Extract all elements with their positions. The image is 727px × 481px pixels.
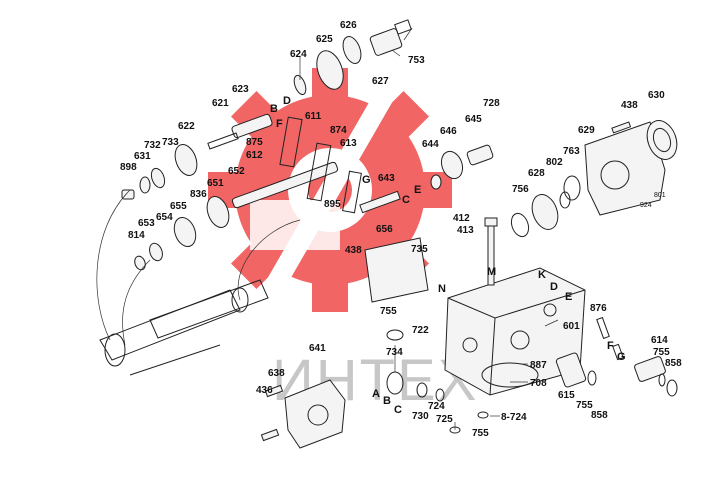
part-label: 887 bbox=[530, 360, 547, 371]
part-label: 655 bbox=[170, 201, 187, 212]
part-label: 708 bbox=[530, 378, 547, 389]
part-label: 645 bbox=[465, 114, 482, 125]
letter-label: C bbox=[394, 404, 402, 416]
part-label: 436 bbox=[256, 385, 273, 396]
part-label: 763 bbox=[563, 146, 580, 157]
letter-label: C bbox=[402, 194, 410, 206]
part-label: 643 bbox=[378, 173, 395, 184]
part-label: 613 bbox=[340, 138, 357, 149]
letter-label: B bbox=[270, 103, 278, 115]
part-label: 924 bbox=[640, 202, 652, 209]
part-label: 654 bbox=[156, 212, 173, 223]
part-label: 438 bbox=[345, 245, 362, 256]
part-label: 625 bbox=[316, 34, 333, 45]
part-label: 858 bbox=[591, 410, 608, 421]
letter-label: A bbox=[372, 388, 380, 400]
letter-label: K bbox=[538, 269, 546, 281]
part-label: 895 bbox=[324, 199, 341, 210]
part-label: 728 bbox=[483, 98, 500, 109]
part-label: 626 bbox=[340, 20, 357, 31]
connection-letter-labels: B D F G C E K D E M N A B C F G bbox=[270, 95, 626, 416]
part-label: 630 bbox=[648, 90, 665, 101]
part-label: 756 bbox=[512, 184, 529, 195]
part-label: 755 bbox=[380, 306, 397, 317]
part-label: 755 bbox=[472, 428, 489, 439]
part-label: 735 bbox=[411, 244, 428, 255]
part-label: 725 bbox=[436, 414, 453, 425]
part-label: 802 bbox=[546, 157, 563, 168]
part-label: 734 bbox=[386, 347, 403, 358]
part-label: 629 bbox=[578, 125, 595, 136]
part-label: 412 bbox=[453, 213, 470, 224]
part-label: 874 bbox=[330, 125, 347, 136]
part-label: 413 bbox=[457, 225, 474, 236]
part-label: 438 bbox=[621, 100, 638, 111]
part-label: 601 bbox=[563, 321, 580, 332]
part-label: 652 bbox=[228, 166, 245, 177]
part-label: 614 bbox=[651, 335, 668, 346]
part-label: 733 bbox=[162, 137, 179, 148]
part-label: 638 bbox=[268, 368, 285, 379]
part-label: 653 bbox=[138, 218, 155, 229]
letter-label: F bbox=[607, 340, 614, 352]
part-number-labels: 626 625 624 753 627 623 621 622 611 874 … bbox=[120, 20, 682, 439]
part-label: 612 bbox=[246, 150, 263, 161]
part-label: 615 bbox=[558, 390, 575, 401]
part-label: 753 bbox=[408, 55, 425, 66]
part-label: 722 bbox=[412, 325, 429, 336]
part-label: 624 bbox=[290, 49, 307, 60]
part-label: 622 bbox=[178, 121, 195, 132]
letter-label: D bbox=[550, 281, 558, 293]
part-label: 641 bbox=[309, 343, 326, 354]
part-label: 611 bbox=[305, 111, 322, 122]
letter-label: F bbox=[276, 118, 283, 130]
part-label: 836 bbox=[190, 189, 207, 200]
part-label: 724 bbox=[428, 401, 445, 412]
part-label: 755 bbox=[653, 347, 670, 358]
letter-label: M bbox=[487, 266, 496, 278]
part-label: 858 bbox=[665, 358, 682, 369]
letter-label: E bbox=[414, 184, 421, 196]
part-label: 656 bbox=[376, 224, 393, 235]
part-label: 631 bbox=[134, 151, 151, 162]
parts-drawing bbox=[96, 19, 678, 449]
part-label: 623 bbox=[232, 84, 249, 95]
letter-label: D bbox=[283, 95, 291, 107]
part-label: 8-724 bbox=[501, 412, 527, 423]
part-label: 730 bbox=[412, 411, 429, 422]
part-label: 621 bbox=[212, 98, 229, 109]
letter-label: E bbox=[565, 291, 572, 303]
part-label: 875 bbox=[246, 137, 263, 148]
part-label: 651 bbox=[207, 178, 224, 189]
part-label: 801 bbox=[654, 192, 666, 199]
letter-label: B bbox=[383, 395, 391, 407]
part-label: 646 bbox=[440, 126, 457, 137]
part-label: 876 bbox=[590, 303, 607, 314]
part-label: 644 bbox=[422, 139, 439, 150]
letter-label: N bbox=[438, 283, 446, 295]
part-label: 627 bbox=[372, 76, 389, 87]
part-label: 628 bbox=[528, 168, 545, 179]
part-label: 814 bbox=[128, 230, 145, 241]
part-label: 732 bbox=[144, 140, 161, 151]
letter-label: G bbox=[362, 174, 371, 186]
letter-label: G bbox=[617, 351, 626, 363]
part-label: 755 bbox=[576, 400, 593, 411]
part-label: 898 bbox=[120, 162, 137, 173]
